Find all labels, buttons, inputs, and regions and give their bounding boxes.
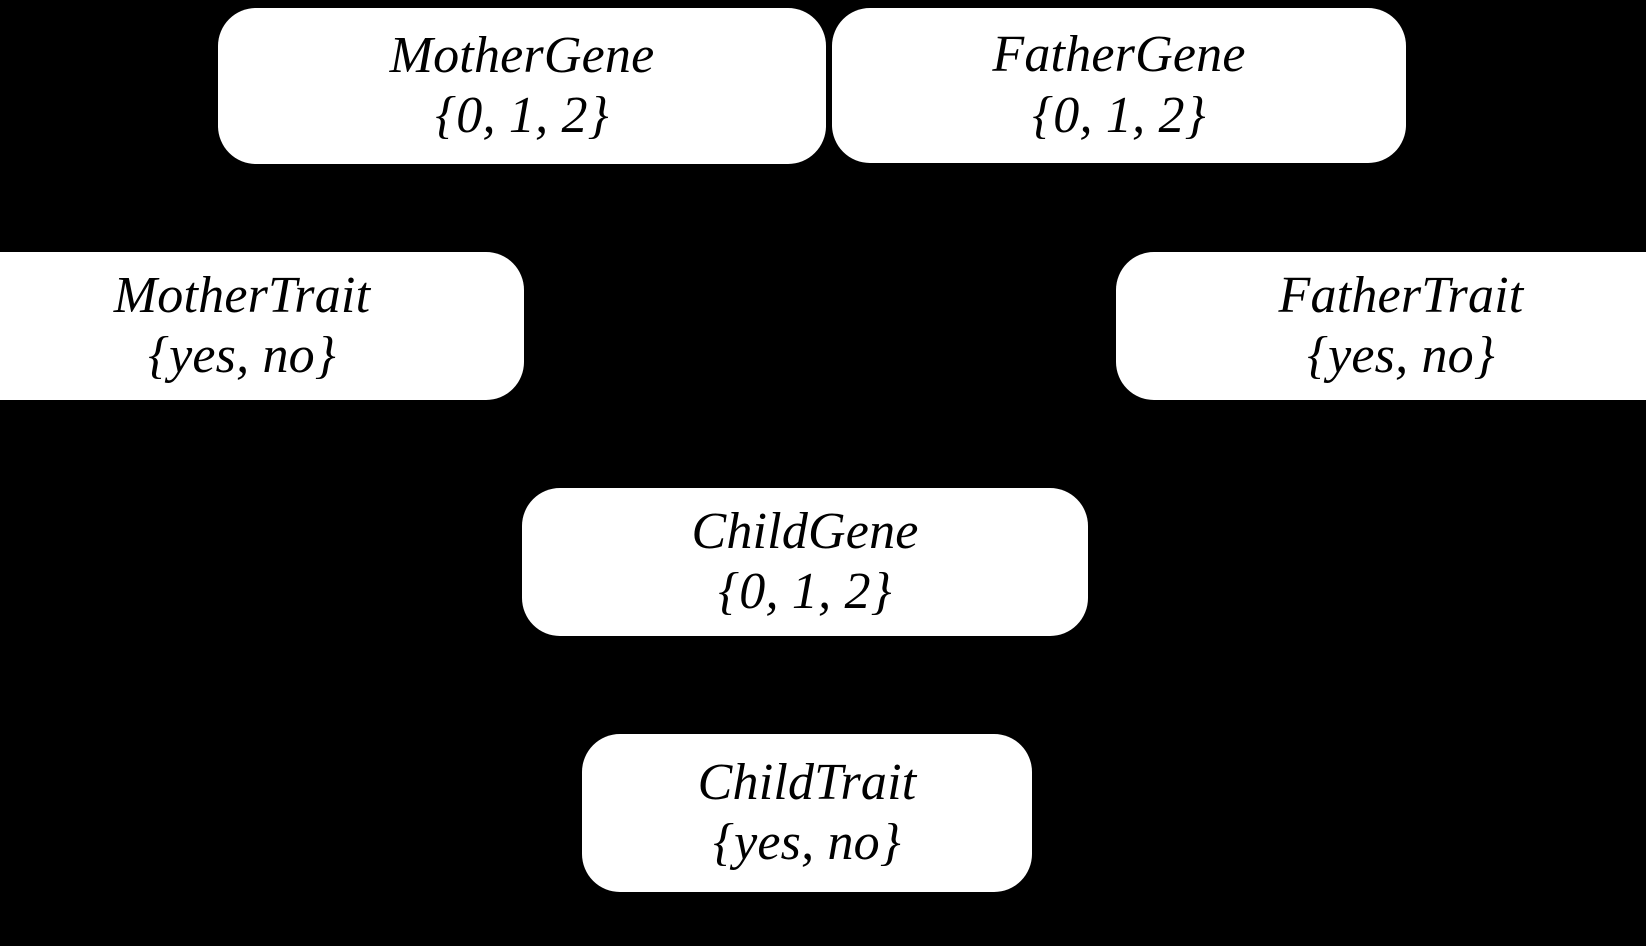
node-mother-gene[interactable]: MotherGene {0, 1, 2} [218,8,826,164]
node-mother-gene-title: MotherGene [389,26,655,84]
node-father-gene[interactable]: FatherGene {0, 1, 2} [832,8,1406,163]
node-father-trait-title: FatherTrait [1278,266,1524,324]
node-father-trait[interactable]: FatherTrait {yes, no} [1116,252,1646,400]
node-mother-trait-domain: {yes, no} [148,327,336,384]
node-mother-gene-domain: {0, 1, 2} [435,87,609,144]
node-mother-trait[interactable]: MotherTrait {yes, no} [0,252,524,400]
node-father-gene-domain: {0, 1, 2} [1032,86,1206,144]
node-child-gene-title: ChildGene [691,502,919,560]
node-child-trait-title: ChildTrait [697,753,917,811]
node-child-trait-domain: {yes, no} [713,814,901,871]
node-father-gene-title: FatherGene [992,26,1246,84]
node-mother-trait-title: MotherTrait [113,266,371,324]
node-child-gene-domain: {0, 1, 2} [718,563,892,620]
node-child-trait[interactable]: ChildTrait {yes, no} [582,734,1032,892]
node-father-trait-domain: {yes, no} [1307,327,1495,384]
node-child-gene[interactable]: ChildGene {0, 1, 2} [522,488,1088,636]
